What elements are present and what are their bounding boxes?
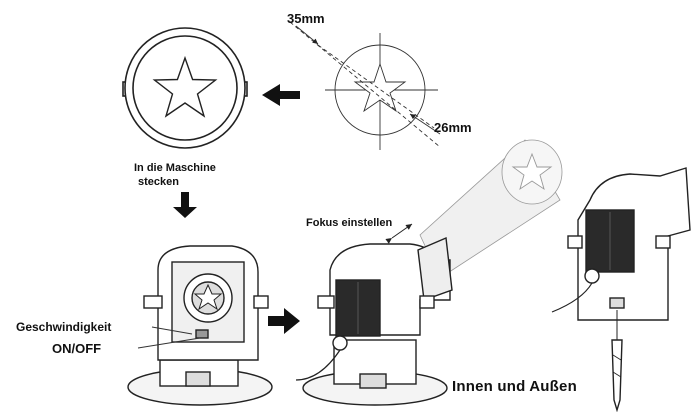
dimension-label-35mm: 35mm [287,11,325,26]
insert-instruction-line2: stecken [138,176,179,188]
arrow-left-icon [262,84,300,106]
insert-instruction-line1: In die Maschine [134,162,216,174]
projector-open [127,245,273,406]
arrow-right-icon [268,308,300,334]
focus-label: Fokus einstellen [306,217,393,229]
arrow-down-icon [173,192,197,218]
star-icon [511,152,553,191]
focus-adjust-arrow [385,223,413,244]
projector-spike [551,167,691,413]
dimension-label-26mm: 26mm [434,120,472,135]
usage-caption: Innen und Außen [452,378,577,395]
star-icon [152,55,218,118]
projector-front [295,236,453,406]
label-leader-lines [137,326,201,349]
speed-label: Geschwindigkeit [16,320,112,334]
gobo-dimension-drawing [289,21,441,150]
power-label: ON/OFF [52,341,102,356]
gobo-disc [122,27,248,149]
